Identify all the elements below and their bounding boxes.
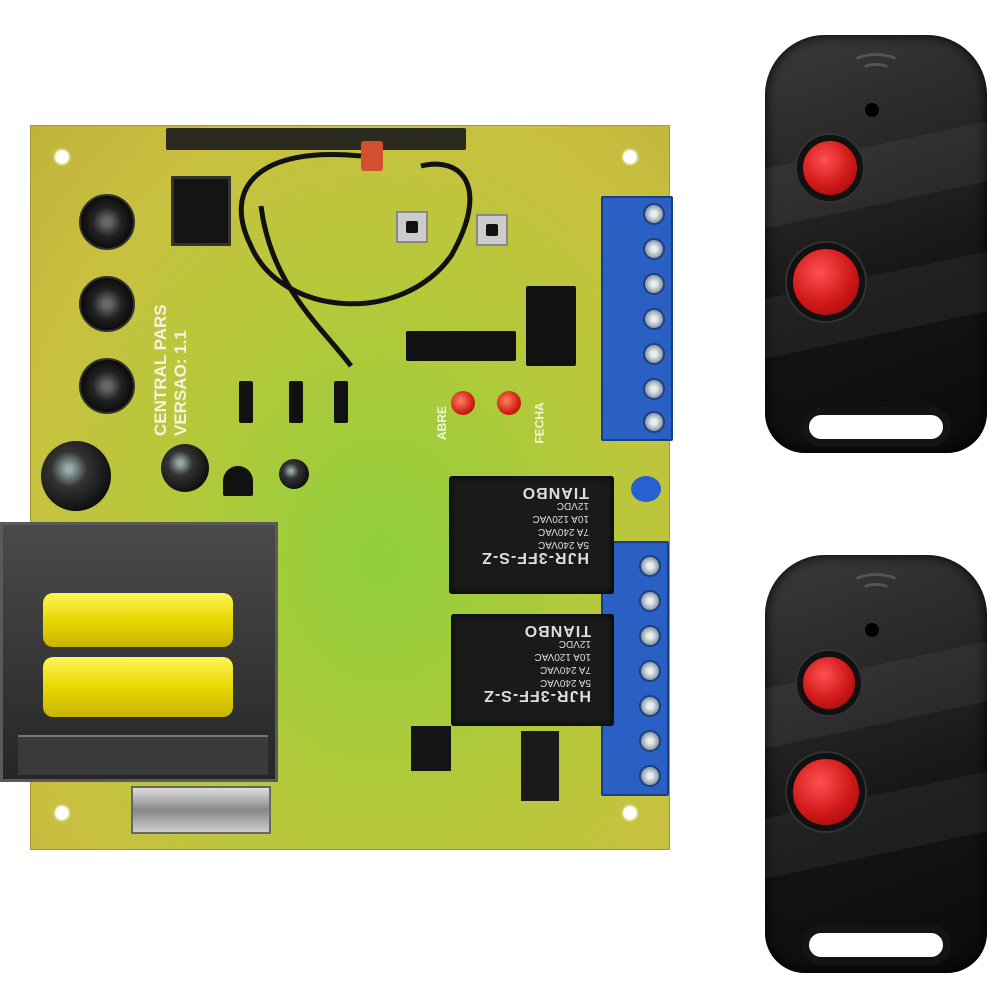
led-label-close: FECHA: [532, 402, 547, 444]
jumper-connector: [361, 141, 383, 171]
led-indicator: [865, 623, 879, 637]
remote-button-2[interactable]: [787, 753, 865, 831]
rf-receiver-module: [166, 128, 466, 150]
remote-button-2[interactable]: [787, 243, 865, 321]
jumper-header[interactable]: [334, 381, 348, 423]
remote-control: [765, 555, 987, 973]
led-close: [497, 391, 521, 415]
potentiometer[interactable]: [79, 358, 135, 414]
mounting-hole: [53, 148, 71, 166]
ic-socket: [171, 176, 231, 246]
remote-button-1[interactable]: [797, 135, 863, 201]
remote-control: [765, 35, 987, 453]
mounting-hole: [53, 804, 71, 822]
jumper-header[interactable]: [239, 381, 253, 423]
fuse-holder: [131, 786, 271, 834]
mounting-hole: [621, 804, 639, 822]
ic-chip: [411, 726, 451, 771]
transformer-coil: [43, 593, 233, 647]
led-indicator: [865, 103, 879, 117]
board-version: VERSAO: 1.1: [171, 330, 190, 436]
push-button[interactable]: [396, 211, 428, 243]
keyring-loop: [801, 407, 951, 447]
transistor: [223, 466, 253, 496]
pin-header: [406, 331, 516, 361]
remote-button-1[interactable]: [797, 651, 861, 715]
transformer: [0, 522, 278, 782]
potentiometer[interactable]: [79, 194, 135, 250]
push-button[interactable]: [476, 214, 508, 246]
antenna-wire: [238, 152, 473, 368]
ceramic-capacitor: [631, 476, 661, 502]
terminal-block-upper: [601, 196, 673, 441]
led-open: [451, 391, 475, 415]
keyring-loop: [801, 925, 951, 965]
mounting-hole: [621, 148, 639, 166]
jumper-header[interactable]: [289, 381, 303, 423]
capacitor: [161, 444, 209, 492]
capacitor: [41, 441, 111, 511]
pin-header: [526, 286, 576, 366]
transformer-coil: [43, 657, 233, 717]
voltage-regulator: [521, 731, 559, 801]
led-label-open: ABRE: [435, 405, 450, 441]
capacitor: [279, 459, 309, 489]
potentiometer[interactable]: [79, 276, 135, 332]
board-title: CENTRAL PARS: [151, 304, 170, 436]
